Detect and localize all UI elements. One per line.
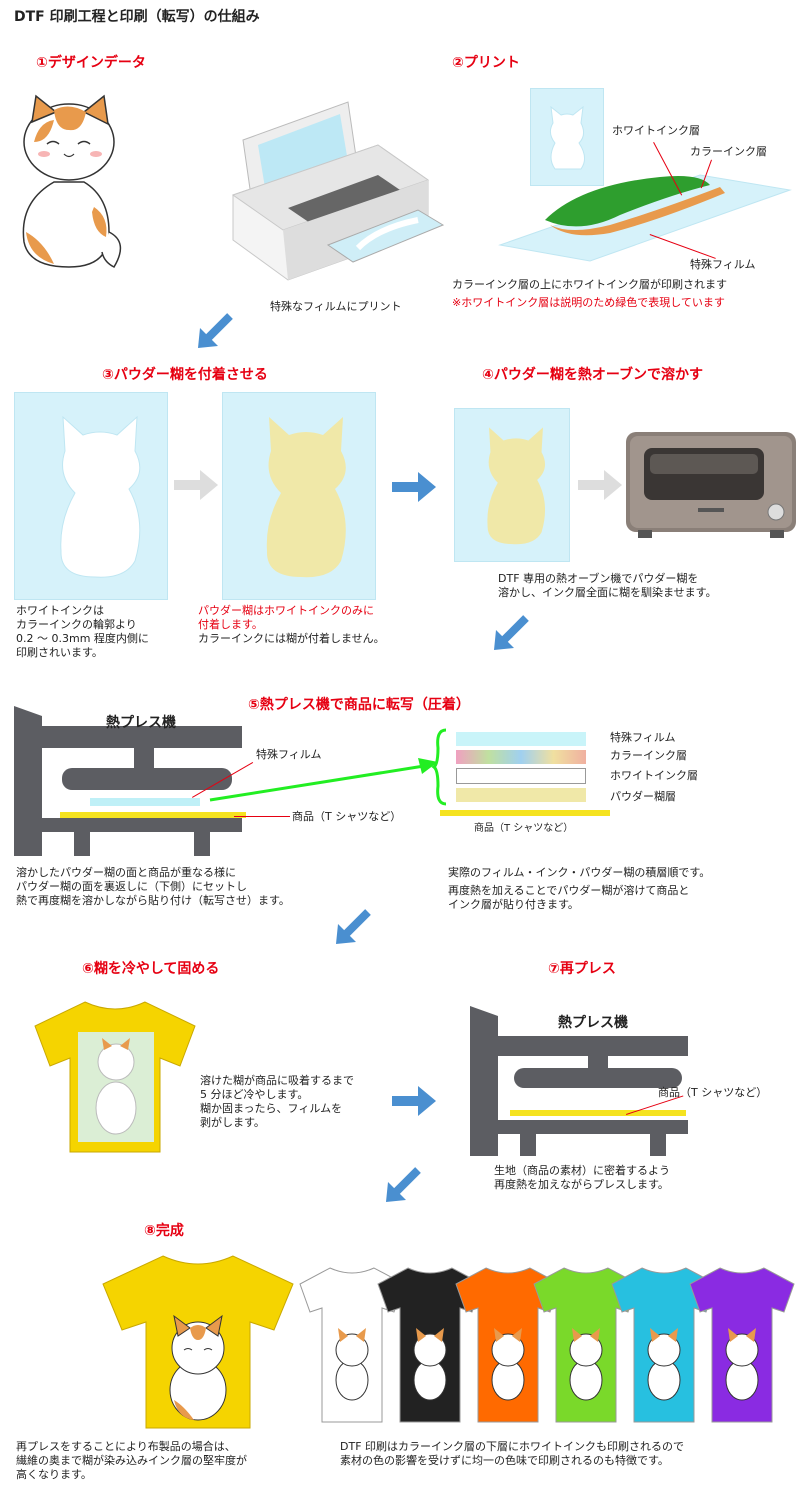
tshirt-variant-1 bbox=[377, 1267, 483, 1423]
cat-icon bbox=[22, 94, 122, 268]
arrow-icon bbox=[392, 472, 436, 502]
arrow-icon bbox=[209, 758, 438, 802]
film-sheet bbox=[530, 88, 604, 186]
brace-icon bbox=[431, 728, 447, 806]
arrow-icon bbox=[174, 470, 218, 500]
cat-silhouette-icon bbox=[487, 427, 546, 545]
arrow-icon bbox=[198, 313, 233, 348]
oven-icon bbox=[626, 432, 796, 538]
repress-product-label: 商品（T シャツなど） bbox=[658, 1086, 768, 1099]
tshirt-variant-2 bbox=[455, 1267, 561, 1423]
layer-white-ink bbox=[456, 768, 586, 784]
layer-label-color: カラーインク層 bbox=[610, 749, 687, 762]
layer-label-product: 商品（T シャツなど） bbox=[474, 823, 574, 834]
tshirt-variant-3 bbox=[533, 1267, 639, 1423]
color-layer-label: カラーインク層 bbox=[690, 145, 767, 158]
tshirt-variant-0 bbox=[299, 1267, 405, 1423]
print-caption: 特殊なフィルムにプリント bbox=[270, 300, 402, 313]
layer-powder bbox=[456, 788, 586, 802]
done-desc2: DTF 印刷はカラーインク層の下層にホワイトインクも印刷されるので素材の色の影響… bbox=[340, 1440, 685, 1467]
white-ink-film bbox=[14, 392, 168, 600]
layer-label-white: ホワイトインク層 bbox=[610, 769, 698, 782]
step7-heading: ⑦再プレス bbox=[548, 961, 616, 977]
tshirt-variant-5 bbox=[689, 1267, 795, 1423]
arrow-icon bbox=[578, 470, 622, 500]
oven-desc: DTF 専用の熱オーブン機でパウダー糊を溶かし、インク層全面に糊を馴染ませます。 bbox=[498, 572, 717, 599]
shirt-variants-graphic bbox=[299, 1267, 795, 1423]
step4-heading: ④パウダー糊を熱オーブンで溶かす bbox=[482, 367, 704, 383]
step8-heading: ⑧完成 bbox=[144, 1223, 184, 1239]
layer-product bbox=[440, 810, 610, 816]
press-product-pointer bbox=[234, 816, 290, 817]
powder-film bbox=[222, 392, 376, 600]
heat-press-icon bbox=[470, 1006, 688, 1156]
press-product-label: 商品（T シャツなど） bbox=[292, 810, 402, 823]
arrow-icon bbox=[336, 909, 371, 944]
step2-heading: ②プリント bbox=[452, 55, 520, 71]
layered-film-illustration bbox=[498, 174, 792, 262]
print-desc: カラーインク層の上にホワイトインク層が印刷されます bbox=[452, 278, 727, 291]
arrow-icon bbox=[494, 615, 529, 650]
page-title: DTF 印刷工程と印刷（転写）の仕組み bbox=[14, 9, 260, 25]
layer-film bbox=[456, 732, 586, 746]
arrow-icon bbox=[386, 1167, 421, 1202]
tshirt-icon bbox=[102, 1255, 294, 1429]
step5-heading: ⑤熱プレス機で商品に転写（圧着） bbox=[248, 697, 470, 713]
press-machine-label: 熱プレス機 bbox=[106, 715, 176, 731]
print-note: ※ホワイトインク層は説明のため緑色で表現しています bbox=[452, 296, 725, 309]
press-film-label: 特殊フィルム bbox=[256, 748, 322, 761]
cat-silhouette-icon bbox=[266, 417, 346, 578]
heat-press-icon bbox=[14, 706, 246, 856]
tshirt-variant-4 bbox=[611, 1267, 717, 1423]
press-desc2: 実際のフィルム・インク・パウダー糊の積層順です。再度熱を加えることでパウダー糊が… bbox=[448, 866, 711, 911]
printer-icon bbox=[231, 101, 445, 281]
layer-label-powder: パウダー糊層 bbox=[610, 790, 676, 803]
step6-heading: ⑥糊を冷やして固める bbox=[82, 961, 220, 977]
melted-film bbox=[454, 408, 570, 562]
repress-desc: 生地（商品の素材）に密着するよう再度熱を加えながらプレスします。 bbox=[494, 1164, 670, 1191]
layer-color-ink bbox=[456, 750, 586, 764]
press-desc1: 溶かしたパウダー糊の面と商品が重なる様にパウダー糊の面を裏返しに（下側）にセット… bbox=[16, 866, 290, 907]
tshirt-icon bbox=[34, 1001, 196, 1153]
done-desc1: 再プレスをすることにより布製品の場合は、繊維の奥まで糊が染み込みインク層の堅牢度… bbox=[16, 1440, 247, 1481]
film-label: 特殊フィルム bbox=[690, 258, 756, 271]
powder-desc2: パウダー糊はホワイトインクのみに付着します。カラーインクには糊が付着しません。 bbox=[198, 604, 385, 645]
white-layer-label: ホワイトインク層 bbox=[612, 124, 700, 137]
step1-heading: ①デザインデータ bbox=[36, 55, 146, 71]
shirt-variants bbox=[299, 1262, 800, 1432]
step3-heading: ③パウダー糊を付着させる bbox=[102, 367, 268, 383]
layer-label-film: 特殊フィルム bbox=[610, 731, 676, 744]
arrow-icon bbox=[392, 1086, 436, 1116]
repress-machine-label: 熱プレス機 bbox=[558, 1015, 628, 1031]
cat-silhouette-icon bbox=[549, 105, 585, 170]
cat-silhouette-icon bbox=[60, 415, 141, 578]
